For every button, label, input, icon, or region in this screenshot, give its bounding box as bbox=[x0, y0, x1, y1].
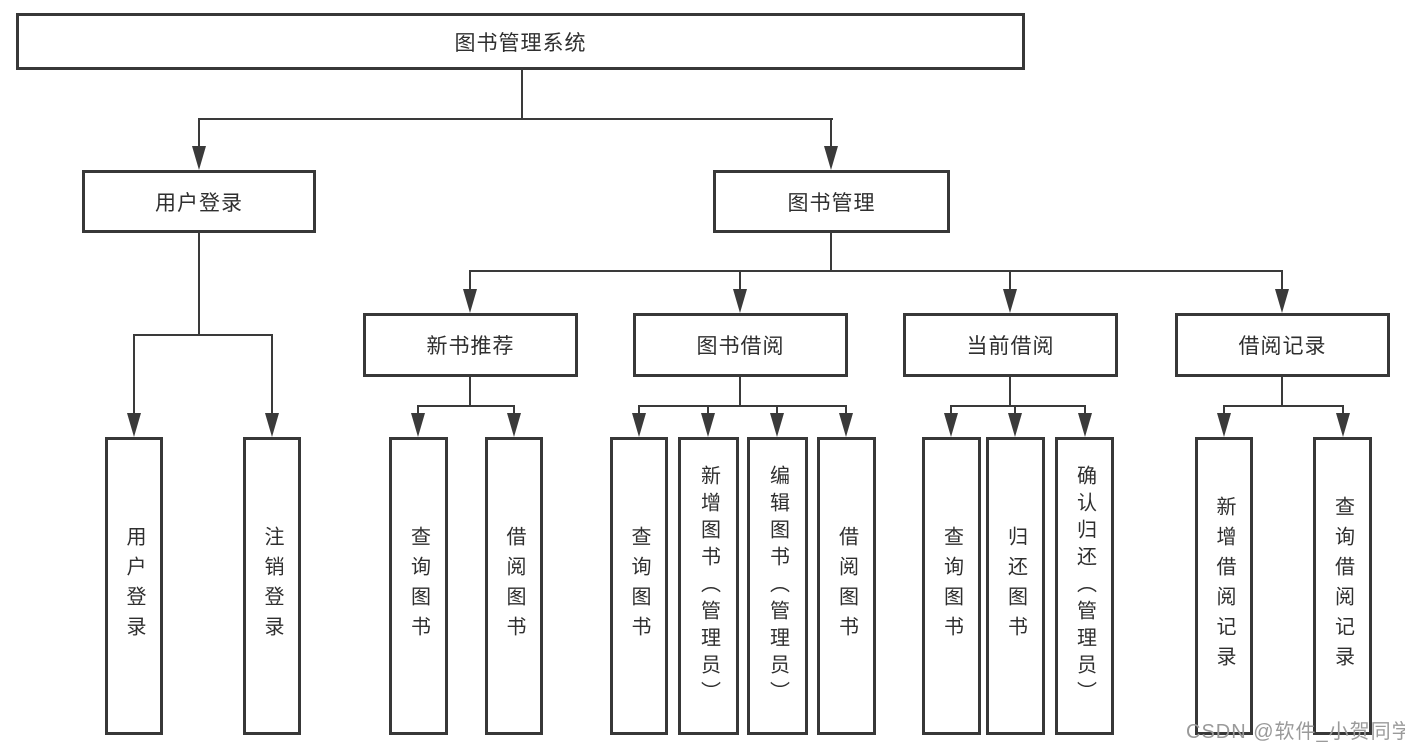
arrow-down-icon bbox=[944, 413, 958, 437]
leaf-add-borrow-record: 新增借阅记录 bbox=[1195, 437, 1253, 735]
leaf-borrow-book-recommend-label: 借阅图书 bbox=[503, 526, 525, 646]
node-current-borrow-label: 当前借阅 bbox=[966, 335, 1055, 358]
node-book-borrow-label: 图书借阅 bbox=[696, 335, 785, 358]
leaf-user-login: 用户登录 bbox=[105, 437, 163, 735]
connector-line bbox=[950, 405, 952, 416]
connector-line bbox=[739, 270, 741, 292]
leaf-edit-book-admin-label: 编辑图书（管理员） bbox=[766, 464, 789, 708]
leaf-query-book-current-label: 查询图书 bbox=[940, 526, 963, 646]
connector-line bbox=[1223, 405, 1344, 407]
leaf-query-book-borrow-label: 查询图书 bbox=[628, 526, 650, 646]
csdn-watermark: CSDN @软件_小贺同学 bbox=[1186, 721, 1405, 743]
node-current-borrow: 当前借阅 bbox=[903, 313, 1118, 377]
leaf-logout: 注销登录 bbox=[243, 437, 301, 735]
connector-line bbox=[271, 334, 273, 416]
arrow-down-icon bbox=[701, 413, 715, 437]
arrow-down-icon bbox=[770, 413, 784, 437]
arrow-down-icon bbox=[824, 146, 838, 170]
node-root: 图书管理系统 bbox=[16, 13, 1025, 70]
leaf-add-book-admin: 新增图书（管理员） bbox=[678, 437, 739, 735]
leaf-user-login-label: 用户登录 bbox=[123, 526, 145, 646]
node-user-login-label: 用户登录 bbox=[155, 191, 243, 215]
leaf-return-book: 归还图书 bbox=[986, 437, 1045, 735]
connector-line bbox=[417, 405, 419, 416]
connector-line bbox=[469, 270, 1283, 272]
leaf-add-borrow-record-label: 新增借阅记录 bbox=[1213, 496, 1235, 676]
arrow-down-icon bbox=[192, 146, 206, 170]
leaf-return-book-label: 归还图书 bbox=[1004, 526, 1027, 646]
node-user-login: 用户登录 bbox=[82, 170, 316, 233]
arrow-down-icon bbox=[507, 413, 521, 437]
arrow-down-icon bbox=[1078, 413, 1092, 437]
leaf-query-book-borrow: 查询图书 bbox=[610, 437, 668, 735]
connector-line bbox=[1014, 405, 1016, 416]
arrow-down-icon bbox=[632, 413, 646, 437]
connector-line bbox=[198, 118, 833, 120]
connector-line bbox=[638, 405, 847, 407]
connector-line bbox=[521, 68, 523, 120]
connector-line bbox=[469, 270, 471, 292]
connector-line bbox=[1342, 405, 1344, 416]
connector-line bbox=[776, 405, 778, 416]
leaf-query-book-current: 查询图书 bbox=[922, 437, 981, 735]
connector-line bbox=[198, 232, 200, 336]
node-book-management-label: 图书管理 bbox=[787, 191, 876, 215]
arrow-down-icon bbox=[1217, 413, 1231, 437]
arrow-down-icon bbox=[1336, 413, 1350, 437]
leaf-edit-book-admin: 编辑图书（管理员） bbox=[747, 437, 808, 735]
node-new-book-recommend: 新书推荐 bbox=[363, 313, 578, 377]
connector-line bbox=[830, 118, 832, 150]
node-root-label: 图书管理系统 bbox=[454, 31, 587, 55]
leaf-borrow-book-recommend: 借阅图书 bbox=[485, 437, 543, 735]
arrow-down-icon bbox=[733, 289, 747, 313]
connector-line bbox=[1281, 376, 1283, 407]
leaf-add-book-admin-label: 新增图书（管理员） bbox=[697, 464, 720, 708]
connector-line bbox=[739, 376, 741, 407]
connector-line bbox=[133, 334, 135, 416]
node-book-management: 图书管理 bbox=[713, 170, 950, 233]
node-borrow-record: 借阅记录 bbox=[1175, 313, 1390, 377]
leaf-confirm-return-admin-label: 确认归还（管理员） bbox=[1073, 464, 1096, 708]
connector-line bbox=[1084, 405, 1086, 416]
arrow-down-icon bbox=[1275, 289, 1289, 313]
leaf-logout-label: 注销登录 bbox=[261, 526, 283, 646]
leaf-borrow-book-label: 借阅图书 bbox=[835, 526, 858, 646]
connector-line bbox=[1281, 270, 1283, 292]
connector-line bbox=[830, 232, 832, 272]
node-book-borrow: 图书借阅 bbox=[633, 313, 848, 377]
arrow-down-icon bbox=[411, 413, 425, 437]
connector-line bbox=[133, 334, 273, 336]
connector-line bbox=[638, 405, 640, 416]
arrow-down-icon bbox=[463, 289, 477, 313]
leaf-query-book-recommend-label: 查询图书 bbox=[407, 526, 430, 646]
arrow-down-icon bbox=[127, 413, 141, 437]
connector-line bbox=[513, 405, 515, 416]
connector-line bbox=[950, 405, 1086, 407]
leaf-borrow-book: 借阅图书 bbox=[817, 437, 876, 735]
node-new-book-recommend-label: 新书推荐 bbox=[426, 335, 515, 358]
connector-line bbox=[469, 376, 471, 407]
leaf-query-borrow-record-label: 查询借阅记录 bbox=[1331, 496, 1354, 676]
connector-line bbox=[1223, 405, 1225, 416]
arrow-down-icon bbox=[839, 413, 853, 437]
node-borrow-record-label: 借阅记录 bbox=[1238, 335, 1327, 358]
leaf-query-borrow-record: 查询借阅记录 bbox=[1313, 437, 1372, 735]
connector-line bbox=[198, 118, 200, 150]
connector-line bbox=[1009, 376, 1011, 407]
connector-line bbox=[707, 405, 709, 416]
connector-line bbox=[845, 405, 847, 416]
arrow-down-icon bbox=[265, 413, 279, 437]
arrow-down-icon bbox=[1003, 289, 1017, 313]
connector-line bbox=[417, 405, 515, 407]
leaf-confirm-return-admin: 确认归还（管理员） bbox=[1055, 437, 1114, 735]
leaf-query-book-recommend: 查询图书 bbox=[389, 437, 448, 735]
arrow-down-icon bbox=[1008, 413, 1022, 437]
connector-line bbox=[1009, 270, 1011, 292]
